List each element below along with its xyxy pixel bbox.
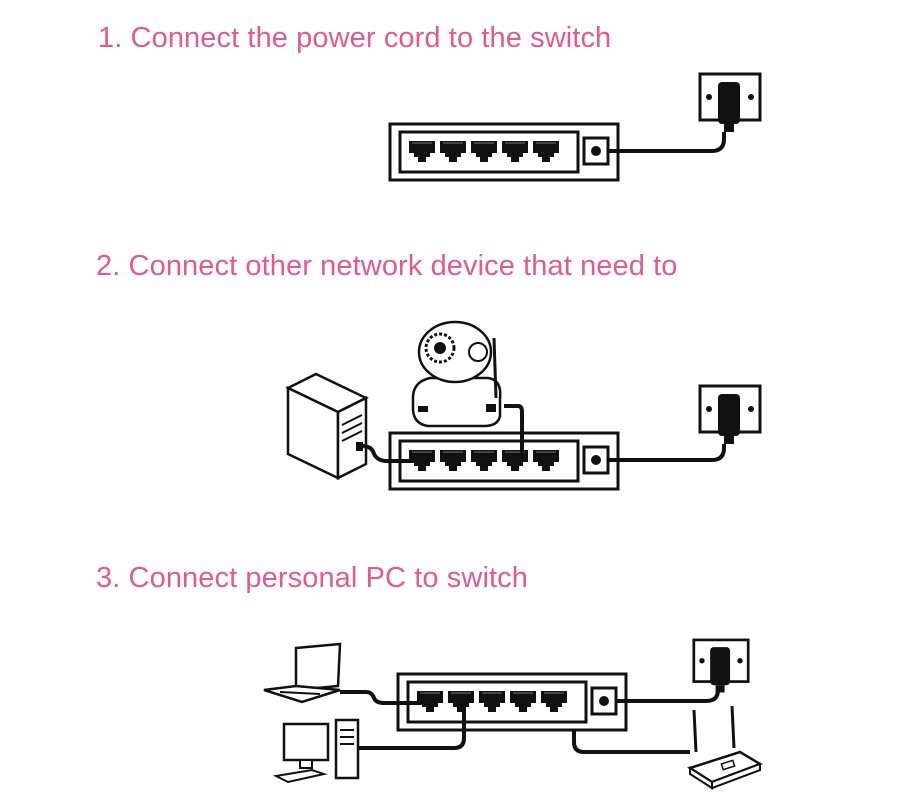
camera-ethernet-cable bbox=[504, 404, 524, 462]
step-3-diagram bbox=[263, 638, 763, 790]
power-outlet-icon bbox=[692, 638, 750, 694]
pc-ethernet-cable bbox=[361, 444, 420, 464]
step-1-title: 1. Connect the power cord to the switch bbox=[98, 22, 612, 54]
step-1-diagram bbox=[388, 72, 762, 182]
step-3-title: 3. Connect personal PC to switch bbox=[96, 562, 528, 594]
step-2-diagram bbox=[285, 320, 762, 491]
wireless-router-icon bbox=[687, 705, 763, 790]
ip-camera-icon bbox=[411, 320, 502, 428]
router-ethernet-cable bbox=[572, 730, 690, 754]
desktop-ethernet-cable bbox=[358, 703, 466, 750]
switch bbox=[388, 122, 620, 182]
step-2-title: 2. Connect other network device that nee… bbox=[96, 250, 678, 282]
laptop-icon bbox=[263, 642, 342, 704]
pc-tower-icon bbox=[285, 372, 369, 481]
power-cable bbox=[616, 688, 720, 703]
switch bbox=[388, 431, 620, 491]
power-cable bbox=[608, 444, 726, 462]
desktop-pc-icon bbox=[272, 718, 360, 784]
laptop-ethernet-cable bbox=[340, 690, 428, 705]
power-cable bbox=[608, 132, 726, 153]
power-outlet-icon bbox=[698, 72, 762, 134]
switch bbox=[396, 672, 628, 732]
power-outlet-icon bbox=[698, 384, 762, 446]
